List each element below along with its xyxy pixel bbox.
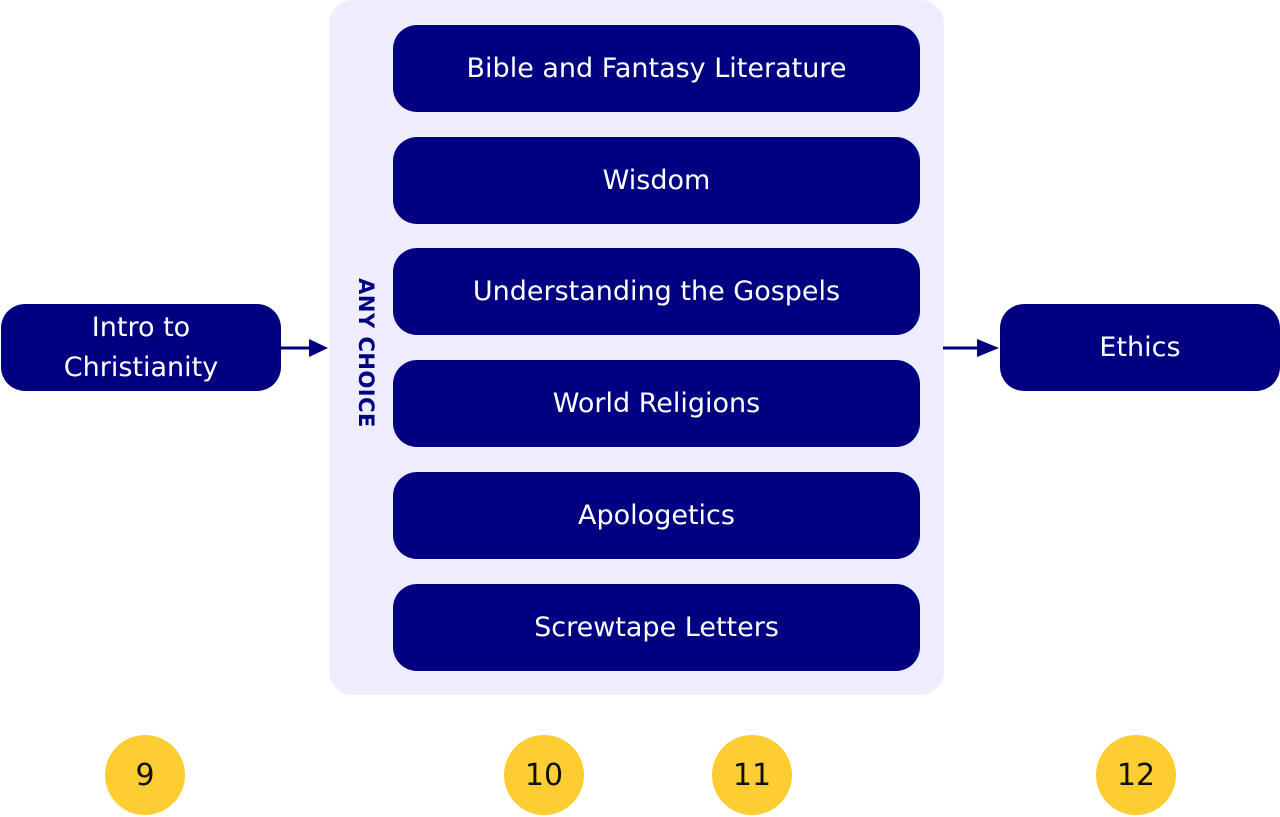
end-node-ethics: Ethics: [1000, 304, 1280, 391]
end-node-label: Ethics: [1099, 331, 1181, 363]
any-choice-group: [329, 0, 944, 695]
choice-wisdom: Wisdom: [393, 137, 920, 224]
choice-screwtape-letters: Screwtape Letters: [393, 584, 920, 671]
grade-label: 12: [1116, 757, 1156, 793]
choice-label: Bible and Fantasy Literature: [466, 52, 847, 84]
any-choice-label: ANY CHOICE: [354, 278, 378, 428]
choice-label: World Religions: [552, 387, 761, 419]
grade-label: 11: [732, 757, 772, 793]
choice-world-religions: World Religions: [393, 360, 920, 447]
choice-apologetics: Apologetics: [393, 472, 920, 559]
grade-badge-11: 11: [712, 735, 792, 815]
start-node-intro-to-christianity: Intro to Christianity: [1, 304, 281, 391]
arrow-start-to-group: [281, 339, 328, 357]
grade-badge-12: 12: [1096, 735, 1176, 815]
grade-label: 9: [135, 757, 155, 793]
choice-label: Understanding the Gospels: [472, 275, 841, 307]
grade-badge-10: 10: [504, 735, 584, 815]
grade-badge-9: 9: [105, 735, 185, 815]
arrow-head: [309, 339, 328, 357]
choice-label: Wisdom: [602, 164, 711, 196]
choice-bible-and-fantasy-literature: Bible and Fantasy Literature: [393, 25, 920, 112]
start-node-label: Intro to Christianity: [63, 311, 219, 383]
grade-label: 10: [524, 757, 564, 793]
choice-label: Screwtape Letters: [534, 611, 779, 643]
choice-label: Apologetics: [578, 499, 735, 531]
choice-understanding-the-gospels: Understanding the Gospels: [393, 248, 920, 335]
arrow-group-to-end: [943, 339, 999, 357]
arrow-head: [977, 339, 999, 357]
